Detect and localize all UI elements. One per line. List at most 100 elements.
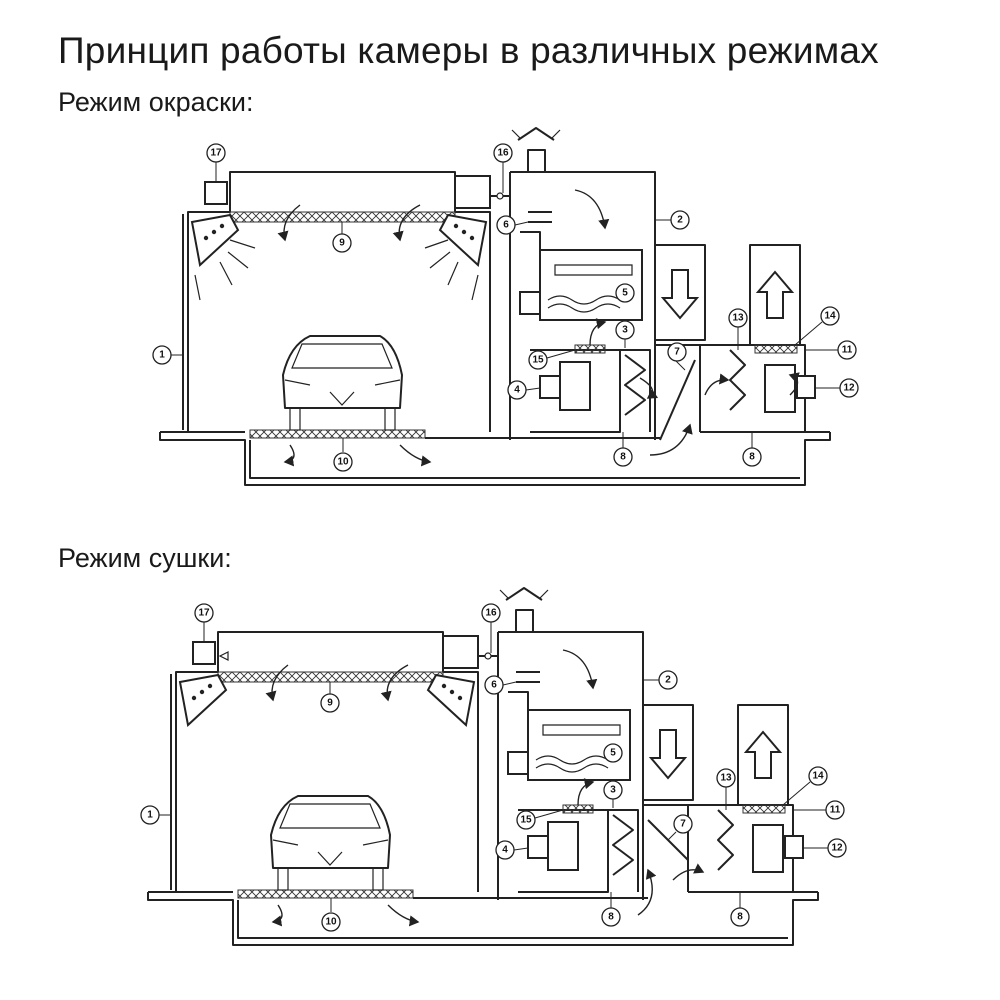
svg-text:13: 13: [720, 773, 732, 784]
callout-7: 7: [667, 342, 687, 371]
svg-text:11: 11: [830, 805, 841, 816]
exhaust-filter: [754, 344, 798, 354]
coil-zigzag: [624, 354, 646, 416]
callout-10: 10: [333, 438, 353, 472]
svg-text:14: 14: [824, 311, 836, 322]
supply-filter: [574, 344, 606, 354]
callout-8: 8: [601, 892, 621, 927]
callout-5: 5: [603, 743, 623, 763]
lamp-left: [190, 213, 240, 267]
booth-walls: [187, 171, 491, 432]
booth-walls: [175, 631, 479, 892]
svg-text:4: 4: [502, 845, 508, 856]
car-icon: [270, 795, 391, 891]
callout-17: 17: [194, 603, 214, 642]
callout-2: 2: [655, 210, 690, 230]
callout-14: 14: [782, 766, 828, 806]
callout-8: 8: [613, 432, 633, 467]
intake-duct: [655, 244, 706, 341]
roof-duct-joint: [454, 175, 491, 209]
floor-grid: [249, 429, 426, 439]
car-icon: [282, 335, 403, 431]
chimney-cap: [517, 127, 555, 141]
exhaust-motor: [784, 835, 804, 859]
airflow-arrow: [704, 373, 730, 396]
airflow-arrow: [283, 444, 295, 467]
lamp-left: [178, 673, 228, 727]
svg-text:6: 6: [491, 680, 497, 691]
airflow-arrow: [271, 904, 283, 927]
control-box: [192, 641, 216, 665]
callout-11: 11: [793, 800, 845, 820]
svg-text:2: 2: [665, 675, 671, 686]
svg-text:12: 12: [831, 843, 843, 854]
airflow-arrow: [399, 444, 432, 467]
svg-text:10: 10: [325, 917, 337, 928]
supply-motor: [527, 835, 549, 859]
floor-grid: [237, 889, 414, 899]
callout-3: 3: [603, 780, 623, 808]
airflow-arrow: [277, 204, 301, 242]
airflow-arrow: [265, 664, 289, 702]
callout-12: 12: [815, 378, 859, 398]
callout-17: 17: [206, 143, 226, 182]
svg-text:3: 3: [610, 785, 616, 796]
left-arrow-icon: [218, 651, 229, 661]
floor-outline: [147, 892, 819, 946]
callout-4: 4: [507, 380, 541, 400]
airflow-arrow: [392, 204, 421, 242]
chimney: [515, 609, 534, 632]
callout-9: 9: [320, 682, 340, 713]
callout-6: 6: [496, 215, 529, 235]
callout-15: 15: [528, 349, 576, 370]
svg-text:8: 8: [737, 912, 743, 923]
ceiling-filter: [217, 671, 444, 683]
burner-unit: [507, 751, 529, 775]
callout-9: 9: [332, 222, 352, 253]
callout-4: 4: [495, 840, 529, 860]
airflow-arrow: [574, 189, 610, 230]
svg-text:12: 12: [843, 383, 855, 394]
svg-text:2: 2: [677, 215, 683, 226]
callout-3: 3: [615, 320, 635, 348]
lamp-right: [438, 213, 488, 267]
intake-duct: [643, 704, 694, 801]
callout-13: 13: [716, 768, 736, 810]
roof-duct-joint: [442, 635, 479, 669]
callout-16: 16: [481, 603, 501, 653]
floor-outline: [159, 432, 831, 486]
callout-10: 10: [321, 898, 341, 932]
exhaust-coil: [729, 349, 746, 411]
svg-text:1: 1: [159, 350, 165, 361]
service-unit-outline: [498, 631, 644, 900]
exhaust-duct: [749, 244, 801, 345]
floor-pit: [249, 440, 800, 479]
mode-label-paint: Режим окраски:: [58, 87, 254, 117]
svg-text:13: 13: [732, 313, 744, 324]
exhaust-motor: [796, 375, 816, 399]
svg-text:5: 5: [622, 288, 628, 299]
svg-text:7: 7: [674, 347, 680, 358]
airflow-arrow: [788, 372, 800, 396]
svg-text:10: 10: [337, 457, 349, 468]
svg-text:14: 14: [812, 771, 824, 782]
callout-7: 7: [667, 814, 693, 841]
callout-13: 13: [728, 308, 748, 350]
callout-5: 5: [615, 283, 635, 303]
svg-text:8: 8: [620, 452, 626, 463]
svg-text:15: 15: [520, 815, 532, 826]
callout-11: 11: [805, 340, 857, 360]
callout-6: 6: [484, 675, 517, 695]
down-arrow-icon: [648, 729, 688, 780]
callout-1: 1: [152, 345, 183, 365]
supply-motor: [539, 375, 561, 399]
airflow-arrow: [380, 664, 409, 702]
exhaust-fan: [752, 824, 784, 873]
svg-text:16: 16: [485, 608, 497, 619]
svg-text:8: 8: [608, 912, 614, 923]
callout-16: 16: [493, 143, 513, 193]
svg-text:11: 11: [842, 345, 853, 356]
dry-mode-diagram: 17 16 2 6 9 5 3 15 4 7 13 14 11 12 1 10 …: [140, 587, 847, 946]
svg-text:17: 17: [210, 148, 222, 159]
svg-text:9: 9: [327, 698, 333, 709]
